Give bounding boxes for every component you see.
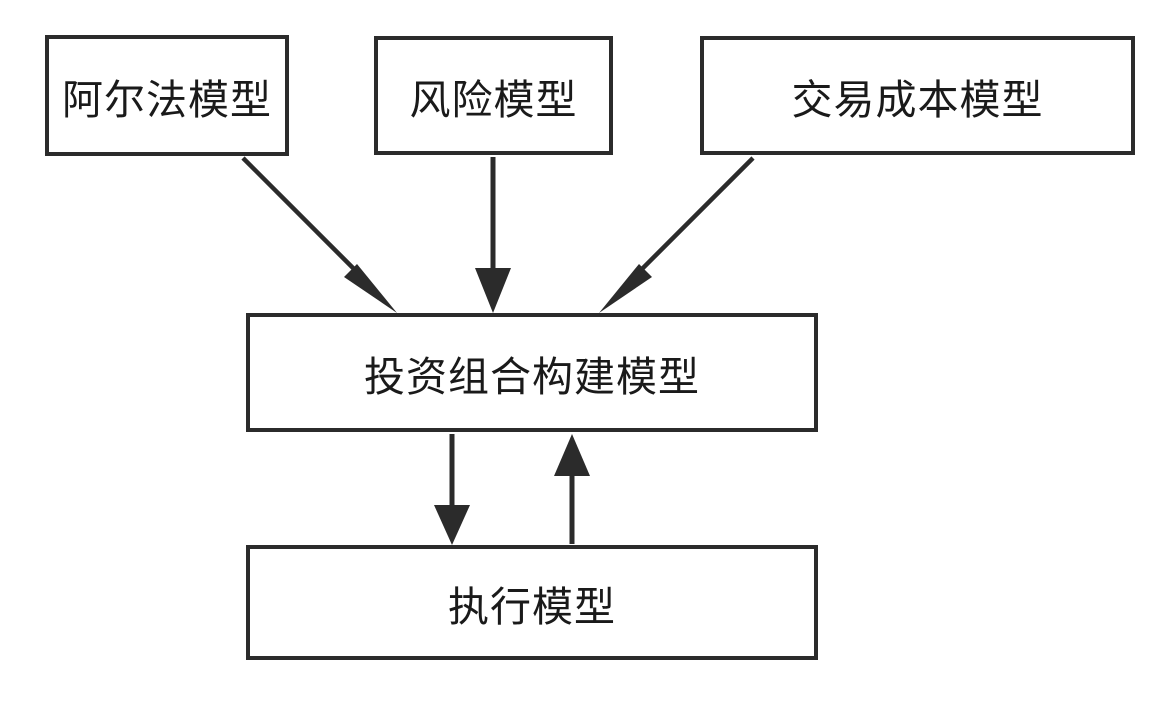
edge-portfolio-to-execution: [434, 434, 470, 545]
arrowhead-icon: [599, 264, 652, 313]
edge-cost-to-portfolio: [599, 156, 755, 313]
edge-execution-to-portfolio: [554, 434, 590, 544]
node-portfolio-construction-model[interactable]: 投资组合构建模型: [246, 313, 818, 432]
edge-risk-to-portfolio: [475, 157, 511, 313]
node-label-execution-model: 执行模型: [448, 582, 616, 631]
node-label-portfolio-construction-model: 投资组合构建模型: [364, 352, 700, 401]
node-label-alpha-model: 阿尔法模型: [62, 75, 272, 124]
node-transaction-cost-model[interactable]: 交易成本模型: [700, 36, 1135, 155]
node-risk-model[interactable]: 风险模型: [374, 36, 613, 155]
arrowhead-icon: [344, 264, 397, 313]
edge-alpha-to-portfolio: [241, 156, 397, 313]
node-label-transaction-cost-model: 交易成本模型: [791, 75, 1044, 124]
node-execution-model[interactable]: 执行模型: [246, 545, 818, 660]
arrowhead-icon: [434, 505, 470, 545]
node-alpha-model[interactable]: 阿尔法模型: [45, 35, 289, 156]
node-label-risk-model: 风险模型: [409, 75, 578, 124]
arrowhead-icon: [475, 268, 511, 313]
arrowhead-icon: [554, 434, 590, 476]
